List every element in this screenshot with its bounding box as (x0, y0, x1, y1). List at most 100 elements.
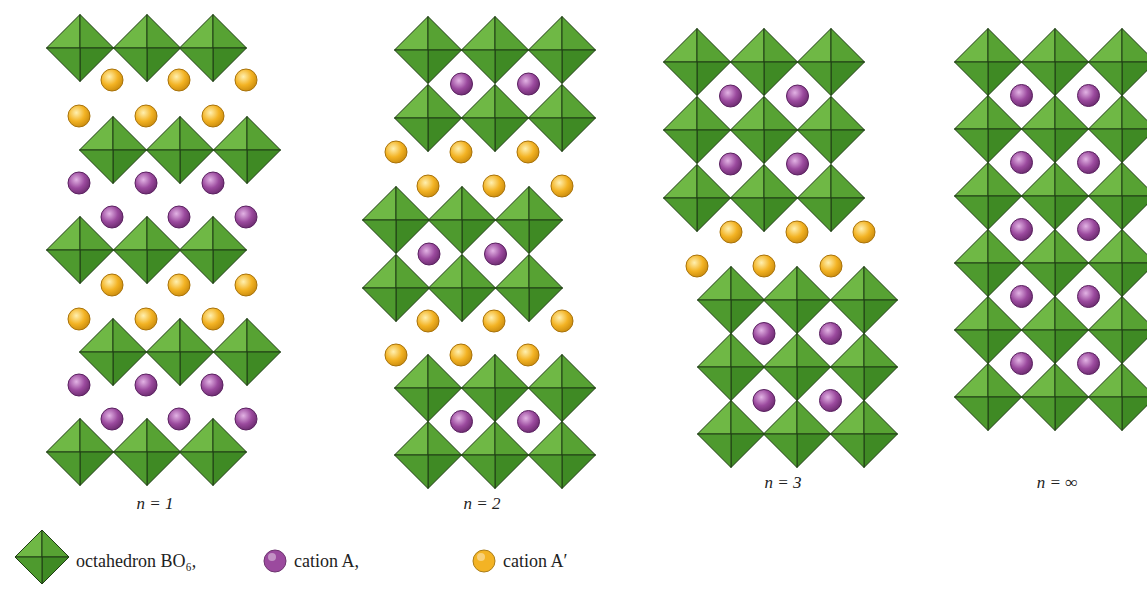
cation-a-sphere (68, 374, 90, 396)
octahedron-face (395, 85, 429, 119)
octahedron-face (1022, 29, 1056, 63)
octahedron (1022, 96, 1089, 163)
cation-a-prime-sphere (417, 310, 439, 332)
cation-a-sphere (101, 408, 123, 430)
octahedron-face (42, 530, 69, 557)
octahedron-face (180, 15, 214, 49)
cation-a-sphere (68, 172, 90, 194)
cation-a-sphere (1078, 286, 1100, 308)
octahedron (147, 319, 214, 386)
legend-entry: octahedron BO₆, (14, 541, 196, 581)
cation-a-sphere (787, 85, 809, 107)
octahedron-face (864, 401, 898, 435)
cation-a-prime-sphere (68, 308, 90, 330)
octahedron (1089, 230, 1147, 297)
swatch-highlight (268, 553, 276, 561)
octahedron (496, 187, 563, 254)
octahedron-face (395, 422, 429, 456)
octahedron-face (247, 319, 281, 353)
legend-text: cation A′ (503, 551, 567, 572)
octahedron-face (864, 267, 898, 301)
octahedron (395, 422, 462, 489)
octahedron (47, 419, 114, 486)
octahedron-face (428, 455, 462, 489)
cation-a-prime-sphere (551, 175, 573, 197)
octahedron-face (247, 117, 281, 151)
cation-a-prime-sphere (235, 69, 257, 91)
octahedron (1022, 364, 1089, 431)
octahedron-face (955, 263, 989, 297)
octahedron-face (764, 29, 798, 63)
octahedron-face (764, 434, 798, 468)
octahedron-face (664, 29, 698, 63)
octahedron-face (363, 255, 397, 289)
octahedron-face (47, 250, 81, 284)
octahedron-face (1089, 29, 1123, 63)
octahedron-face (1122, 96, 1147, 130)
octahedron (955, 230, 1022, 297)
octahedron (1089, 163, 1147, 230)
layer-count-label: n = ∞ (1037, 473, 1078, 493)
octahedron (764, 401, 831, 468)
octahedron-face (664, 97, 698, 131)
octahedra (47, 15, 1147, 489)
octahedron-face (797, 434, 831, 468)
cation-a-sphere (1011, 152, 1033, 174)
layer-count-label: n = 2 (464, 494, 501, 514)
octahedron-face (147, 15, 181, 49)
legend-text: cation A, (294, 551, 359, 572)
octahedron-face (698, 334, 732, 368)
octahedron (698, 334, 765, 401)
octahedron (363, 255, 430, 322)
octahedron (214, 117, 281, 184)
octahedron (731, 165, 798, 232)
cation-a-prime-sphere (720, 221, 742, 243)
octahedron-face (562, 455, 596, 489)
cation-a-sphere (753, 323, 775, 345)
octahedron (429, 187, 496, 254)
octahedron (664, 165, 731, 232)
octahedron (698, 267, 765, 334)
octahedron-face (831, 97, 865, 131)
cation-a-prime-sphere (168, 69, 190, 91)
octahedron (731, 97, 798, 164)
octahedron-face (1089, 397, 1123, 431)
octahedron (214, 319, 281, 386)
octahedron (831, 334, 898, 401)
layer-count-label: n = 1 (137, 494, 174, 514)
octahedron-face (114, 452, 148, 486)
octahedron-face (1022, 397, 1056, 431)
cation-a-sphere (720, 85, 742, 107)
octahedron-face (395, 50, 429, 84)
cation-a-sphere (1078, 85, 1100, 107)
cation-a-sphere (787, 153, 809, 175)
octahedron (180, 217, 247, 284)
octahedron-face (731, 434, 765, 468)
octahedron-face (955, 96, 989, 130)
octahedron-face (80, 452, 114, 486)
cation-a-prime-sphere (101, 69, 123, 91)
octahedron-face (462, 17, 496, 51)
octahedron (798, 97, 865, 164)
octahedron (955, 364, 1022, 431)
octahedron-face (955, 330, 989, 364)
octahedron (529, 355, 596, 422)
octahedron (1089, 297, 1147, 364)
cation-a-prime-sphere (786, 221, 808, 243)
cation-a-prime-sphere (202, 308, 224, 330)
octahedron-face (15, 557, 42, 584)
octahedron-face (180, 452, 214, 486)
octahedron-face (664, 130, 698, 164)
octahedron-face (247, 150, 281, 184)
cation-a-sphere (820, 323, 842, 345)
octahedron (1089, 29, 1147, 96)
cation-a-sphere (418, 243, 440, 265)
octahedron (147, 117, 214, 184)
octahedron-face (562, 85, 596, 119)
octahedron (831, 401, 898, 468)
cation-a-sphere (518, 411, 540, 433)
cation-a-sphere (720, 153, 742, 175)
octahedron-face (698, 401, 732, 435)
octahedron-face (1055, 29, 1089, 63)
octahedron (363, 187, 430, 254)
